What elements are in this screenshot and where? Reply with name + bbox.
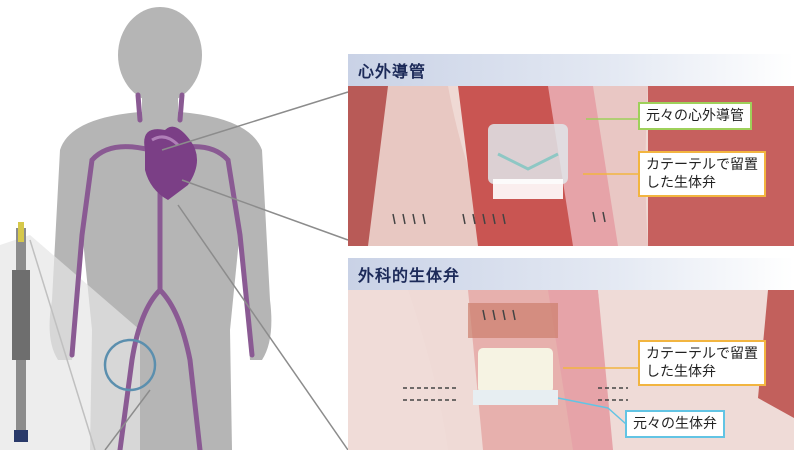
callout-catheter-valve-bottom-line1: カテーテルで留置: [646, 345, 758, 363]
callout-original-bioprosthetic: 元々の生体弁: [625, 410, 725, 438]
panel-surgical-valve-header: 外科的生体弁: [348, 258, 794, 290]
callout-catheter-valve-bottom-line2: した生体弁: [646, 363, 758, 381]
panel-conduit-title: 心外導管: [358, 58, 426, 82]
panel-conduit-header: 心外導管: [348, 54, 794, 86]
panel-conduit: 心外導管: [348, 54, 794, 246]
callout-original-bioprosthetic-text: 元々の生体弁: [633, 416, 717, 432]
callout-catheter-valve-top-line1: カテーテルで留置: [646, 156, 758, 174]
callout-catheter-valve-bottom: カテーテルで留置 した生体弁: [638, 340, 766, 386]
callout-original-conduit-text: 元々の心外導管: [646, 108, 744, 124]
callout-catheter-valve-top: カテーテルで留置 した生体弁: [638, 151, 766, 197]
callout-catheter-valve-top-line2: した生体弁: [646, 174, 758, 192]
panel-surgical-valve-title: 外科的生体弁: [358, 262, 460, 286]
callout-original-conduit: 元々の心外導管: [638, 102, 752, 130]
